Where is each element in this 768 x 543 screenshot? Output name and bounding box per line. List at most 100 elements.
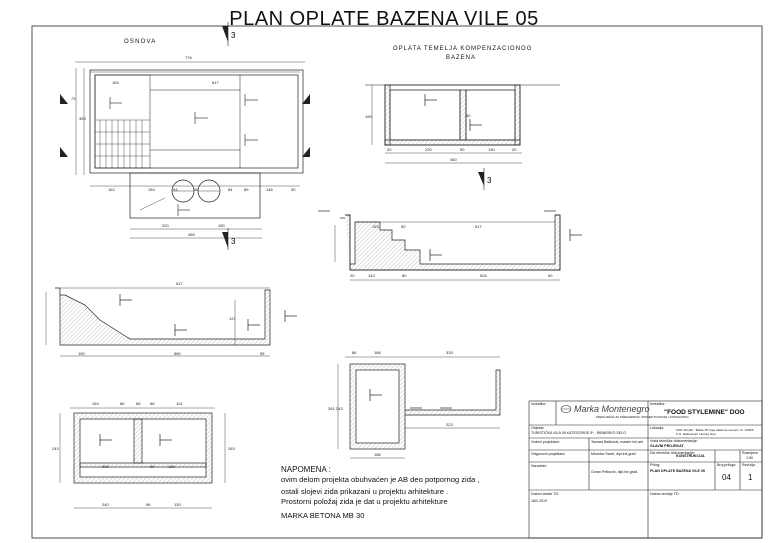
svg-text:517: 517	[475, 224, 482, 229]
tb-review-label: Datum revizije TD:	[650, 492, 680, 496]
svg-text:243: 243	[52, 446, 59, 451]
svg-text:162: 162	[108, 187, 115, 192]
tb-sheet-title-label: Prilog:	[650, 463, 661, 467]
tb-investor-label-left: Investitor:	[531, 402, 547, 406]
tb-part-label: Dio tehničke dokumentacije:	[650, 451, 695, 455]
svg-text:460: 460	[450, 157, 457, 162]
section-3-dimension-labels: 86 186 333 261 243 186 223	[328, 350, 453, 457]
tb-sheet-no-label: Broj priloga:	[717, 463, 737, 467]
svg-text:96: 96	[146, 502, 151, 507]
tb-investor-value: "FOOD STYLEMINE" DOO	[664, 409, 745, 416]
svg-text:90: 90	[150, 464, 155, 469]
tb-date-label: Datum izrade TD:	[531, 492, 560, 496]
tb-associate-value: Goran Petković, dipl.inž.građ.	[591, 470, 638, 474]
tb-object-label: Objekat:	[531, 426, 545, 430]
tb-responsible-label: Odgovorni projektant:	[531, 452, 566, 456]
tb-sheet-title-value: PLAN OPLATE BAZENA VILE 05	[650, 469, 705, 473]
svg-text:186: 186	[374, 350, 381, 355]
svg-text:65: 65	[136, 401, 141, 406]
svg-text:3: 3	[231, 237, 236, 246]
notes-heading: NAPOMENA :	[281, 465, 331, 474]
sheet-frame	[31, 25, 763, 539]
section-mark-bottom: 3	[222, 228, 236, 250]
svg-text:222: 222	[102, 464, 109, 469]
svg-text:58: 58	[194, 187, 199, 192]
plan-view-label: OSNOVA	[124, 39, 157, 45]
svg-text:580: 580	[174, 351, 181, 356]
company-info: PREDUZEĆE ZA INŽENJERING, PROJEKTOVANJE …	[596, 415, 689, 419]
svg-text:30: 30	[291, 187, 296, 192]
section-mark-top: 3	[222, 22, 236, 46]
section-1-dimension-labels: 153 50 517 20 143 60 526 50	[350, 224, 553, 278]
svg-text:186: 186	[374, 452, 381, 457]
temelj-dimension-labels: 20 220 50 130 20 460 190 50	[365, 113, 517, 162]
svg-text:130: 130	[488, 147, 495, 152]
svg-text:3: 3	[231, 31, 236, 40]
tb-responsible-value: Miroslav Savić, dipl.inž.građ.	[591, 452, 637, 456]
svg-text:154: 154	[92, 401, 99, 406]
svg-text:86: 86	[120, 401, 125, 406]
foundation-view-label-line2: BAZENA	[446, 55, 477, 61]
tb-associate-label: Saradnici:	[531, 464, 547, 468]
svg-text:66: 66	[150, 401, 155, 406]
svg-text:243: 243	[336, 406, 343, 411]
svg-text:526: 526	[480, 273, 487, 278]
tb-sheet-no-value: 04	[722, 473, 731, 482]
svg-text:50: 50	[466, 113, 471, 118]
section-2-dimension-labels: 517 150 580 55 121	[78, 281, 265, 356]
tb-location-label: Lokacija:	[650, 426, 665, 430]
tb-scale-value: 1:50	[746, 456, 753, 460]
svg-text:617: 617	[212, 80, 219, 85]
tb-object-value: TURISTIČKA VILA 05 KATEGORIJE 5* - RIBAR…	[531, 431, 626, 435]
svg-text:55: 55	[260, 351, 265, 356]
section-marks-left	[60, 94, 310, 157]
tb-chief-label: Vodeći projektant:	[531, 440, 560, 444]
foundation-view-label-line1: OPLATA TEMELJA KOMPENZACIONOG	[393, 46, 533, 52]
svg-text:93: 93	[173, 187, 178, 192]
svg-text:114: 114	[176, 401, 183, 406]
tb-chief-value: Tamara Bašković, master inž.arh.	[591, 440, 645, 444]
svg-text:20: 20	[387, 147, 392, 152]
section-3	[337, 356, 501, 459]
section-4-dimension-labels: 154 86 65 66 114 222 90 130 243 263 240 …	[52, 401, 235, 507]
svg-text:20: 20	[350, 273, 355, 278]
tb-part-value: KONSTRUKCIJA	[676, 454, 705, 458]
company-name: Marka Montenegro	[574, 404, 650, 414]
company-logo	[560, 405, 572, 413]
svg-text:353: 353	[79, 116, 86, 121]
svg-text:143: 143	[368, 273, 375, 278]
title-block-frame	[528, 400, 763, 539]
svg-text:150: 150	[78, 351, 85, 356]
tb-scale-label: Razmjera:	[742, 451, 759, 455]
tb-revision-label: Revizija:	[742, 463, 756, 467]
tb-date-value: JUN 2019	[531, 499, 547, 503]
svg-text:465: 465	[188, 232, 195, 237]
svg-text:220: 220	[162, 223, 169, 228]
section-4	[59, 407, 226, 509]
section-2	[45, 287, 297, 357]
svg-text:3: 3	[487, 176, 492, 185]
svg-text:84: 84	[228, 187, 233, 192]
svg-text:223: 223	[446, 422, 453, 427]
svg-text:776: 776	[185, 55, 192, 60]
concrete-grade: MARKA BETONA MB 30	[281, 511, 365, 520]
svg-text:86: 86	[352, 350, 357, 355]
svg-text:130: 130	[168, 464, 175, 469]
plan-temelj	[365, 84, 560, 164]
tb-doctype-label: Vrsta tehničke dokumentacije:	[650, 439, 698, 443]
svg-text:121: 121	[229, 316, 236, 321]
svg-text:50: 50	[401, 224, 406, 229]
svg-text:146: 146	[266, 187, 273, 192]
svg-text:73: 73	[71, 96, 76, 101]
plan-dimension-labels: 776 617 163 162 154 93 58 84 89 146 30 2…	[71, 55, 296, 237]
section-mark-temelj: 3	[478, 168, 492, 190]
tb-location-value: UPN 42-H4b, "Bašta 15" koja nalazi se na…	[676, 428, 754, 436]
notes-line-2: ostali slojevi zida prikazani u projektu…	[281, 487, 449, 496]
tb-revision-value: 1	[748, 473, 753, 482]
notes-line-1: ovim delom projekta obuhvaćen je AB deo …	[281, 475, 480, 484]
svg-text:89: 89	[244, 187, 249, 192]
svg-text:240: 240	[102, 502, 109, 507]
svg-text:50: 50	[460, 147, 465, 152]
svg-text:261: 261	[328, 406, 335, 411]
